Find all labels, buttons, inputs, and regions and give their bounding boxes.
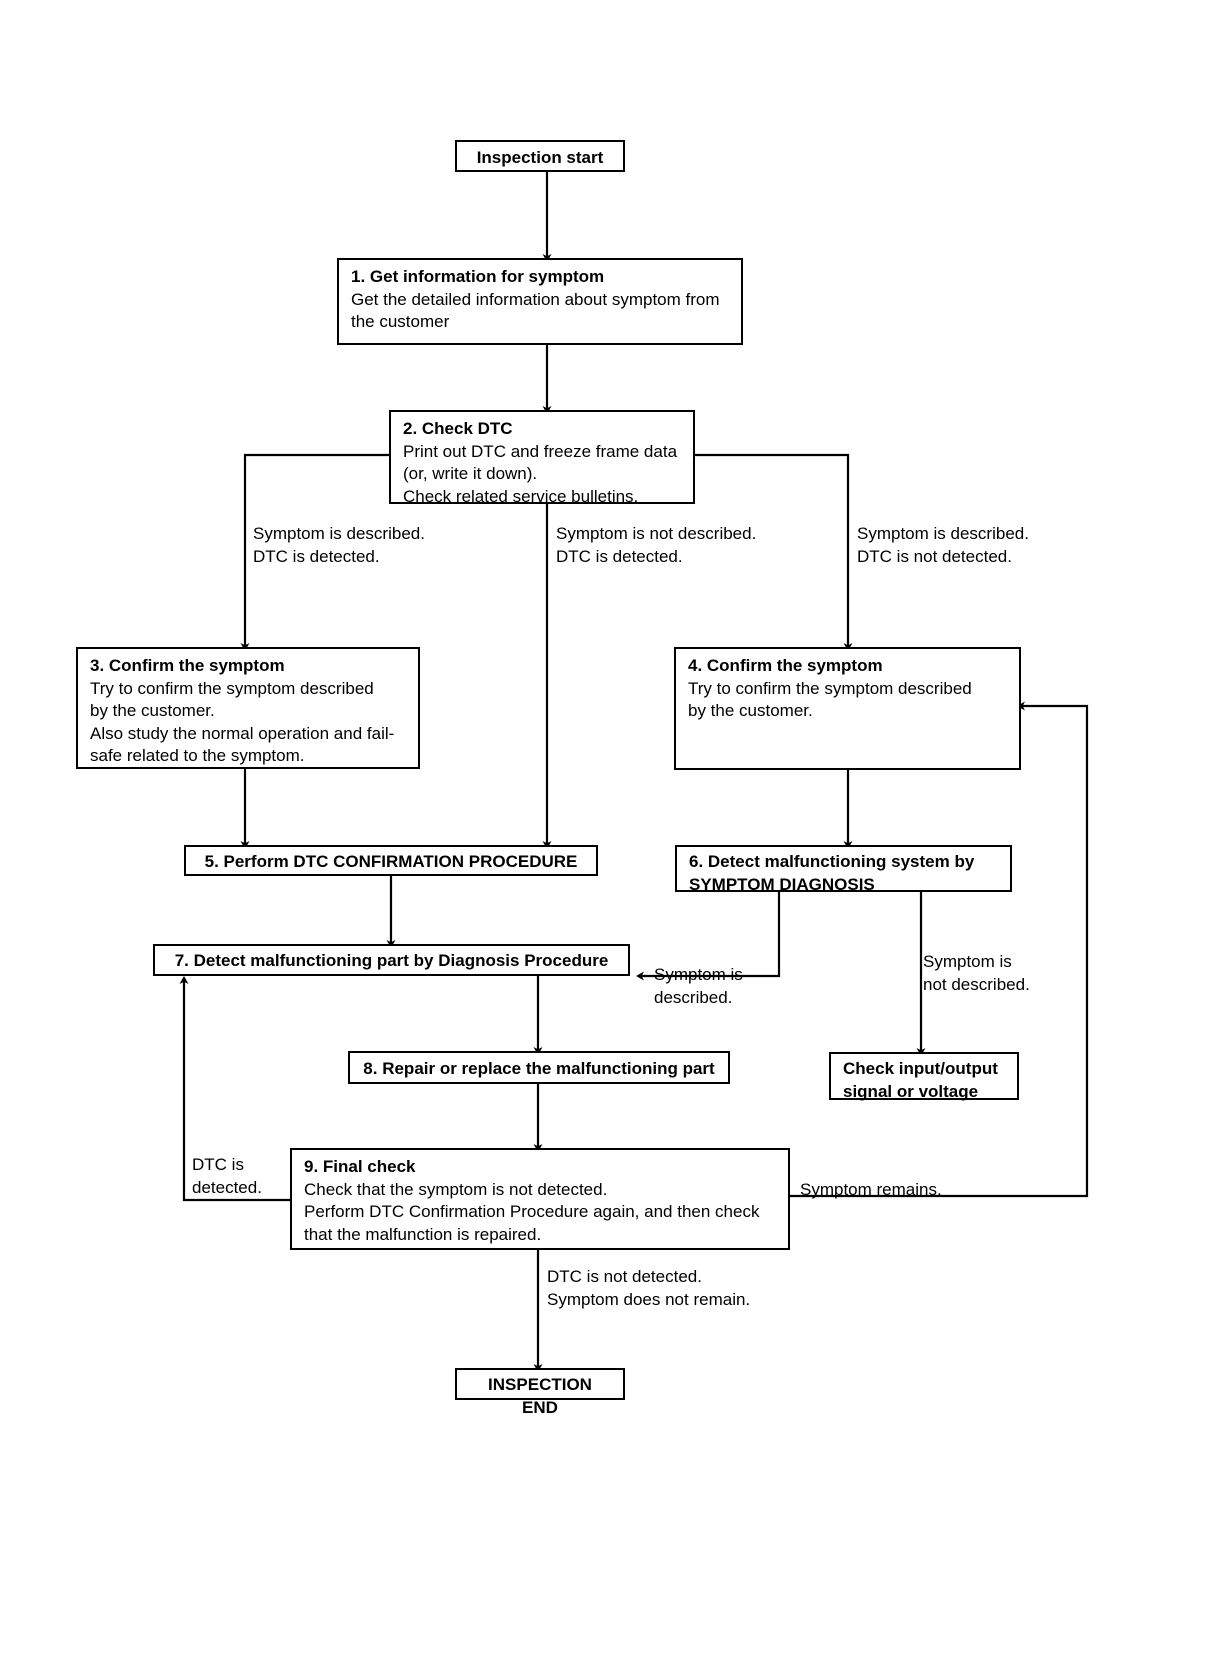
node-step-7-title: 7. Detect malfunctioning part by Diagnos… bbox=[174, 951, 609, 970]
edge-label-symptom-remains: Symptom remains. bbox=[800, 1180, 942, 1199]
node-step-6-title: 6. Detect malfunctioning system by SYMPT… bbox=[689, 852, 975, 894]
node-check-signal-title: Check input/output signal or voltage bbox=[843, 1059, 998, 1101]
edge-label-right-branch: Symptom is described. DTC is not detecte… bbox=[857, 524, 1029, 567]
node-inspection-end-title: INSPECTION END bbox=[488, 1375, 592, 1417]
edge-9-to-4-loop bbox=[789, 701, 1089, 1198]
node-check-signal[interactable]: Check input/output signal or voltage bbox=[829, 1052, 1019, 1101]
node-step-2[interactable]: 2. Check DTC Print out DTC and freeze fr… bbox=[389, 410, 695, 506]
edge-label-final-ok: DTC is not detected. Symptom does not re… bbox=[547, 1267, 751, 1310]
edge-label-symptom-not-described: Symptom is not described. bbox=[923, 952, 1030, 995]
edge-2-to-3 bbox=[240, 453, 391, 651]
node-step-3-title: 3. Confirm the symptom bbox=[90, 656, 285, 675]
node-step-1-title: 1. Get information for symptom bbox=[351, 267, 605, 286]
node-step-3[interactable]: 3. Confirm the symptom Try to confirm th… bbox=[76, 647, 420, 769]
node-step-2-title: 2. Check DTC bbox=[403, 419, 513, 438]
node-step-7[interactable]: 7. Detect malfunctioning part by Diagnos… bbox=[153, 944, 630, 976]
node-step-1[interactable]: 1. Get information for symptom Get the d… bbox=[337, 258, 743, 345]
node-inspection-start[interactable]: Inspection start bbox=[455, 140, 625, 172]
edge-label-middle-branch: Symptom is not described. DTC is detecte… bbox=[556, 524, 757, 567]
node-step-1-body: Get the detailed information about sympt… bbox=[351, 289, 720, 332]
edge-6-to-7 bbox=[636, 892, 781, 981]
edge-label-left-branch: Symptom is described. DTC is detected. bbox=[253, 524, 425, 567]
node-step-6[interactable]: 6. Detect malfunctioning system by SYMPT… bbox=[675, 845, 1012, 894]
node-step-5-title: 5. Perform DTC CONFIRMATION PROCEDURE bbox=[204, 852, 578, 871]
node-step-9-body: Check that the symptom is not detected. … bbox=[304, 1179, 760, 1244]
edge-9-to-7-loop bbox=[179, 976, 290, 1202]
node-step-4[interactable]: 4. Confirm the symptom Try to confirm th… bbox=[674, 647, 1021, 770]
node-step-8[interactable]: 8. Repair or replace the malfunctioning … bbox=[348, 1051, 730, 1084]
edge-label-symptom-described: Symptom is described. bbox=[654, 965, 743, 1008]
node-step-9-title: 9. Final check bbox=[304, 1157, 416, 1176]
node-step-8-title: 8. Repair or replace the malfunctioning … bbox=[363, 1059, 715, 1078]
node-step-2-body: Print out DTC and freeze frame data (or,… bbox=[403, 441, 678, 506]
node-inspection-start-title: Inspection start bbox=[476, 148, 604, 167]
edge-2-to-4 bbox=[693, 453, 853, 651]
node-step-4-body: Try to confirm the symptom described by … bbox=[688, 678, 972, 721]
node-step-9[interactable]: 9. Final check Check that the symptom is… bbox=[290, 1148, 790, 1250]
node-inspection-end[interactable]: INSPECTION END bbox=[455, 1368, 625, 1417]
node-step-4-title: 4. Confirm the symptom bbox=[688, 656, 883, 675]
node-step-5[interactable]: 5. Perform DTC CONFIRMATION PROCEDURE bbox=[184, 845, 598, 876]
edge-label-dtc-is-detected: DTC is detected. bbox=[192, 1155, 262, 1198]
node-step-3-body: Try to confirm the symptom described by … bbox=[90, 678, 395, 766]
